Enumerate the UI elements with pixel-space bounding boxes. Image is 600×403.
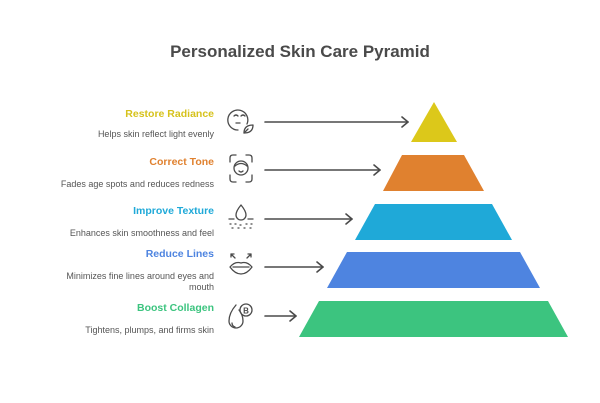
arrow-right-icon — [264, 213, 353, 225]
face-leaf-icon — [227, 109, 254, 134]
vitamin-b-letter: B — [243, 307, 249, 316]
pyramid-tier-improve-texture — [355, 204, 512, 240]
level-description: Enhances skin smoothness and feel — [69, 228, 214, 238]
arrow-right-icon — [264, 261, 324, 273]
level-description: Fades age spots and reduces redness — [60, 179, 214, 189]
pyramid-tier-reduce-lines — [327, 252, 540, 288]
level-heading: Boost Collagen — [136, 302, 214, 314]
level-heading: Improve Texture — [133, 205, 214, 217]
arrow-right-icon — [264, 164, 381, 176]
pyramid-tier-boost-collagen — [299, 301, 568, 337]
pyramid-tier-restore-radiance — [411, 102, 457, 142]
vitamin-b-drop-icon — [228, 303, 253, 329]
level-restore-radiance: Restore Radiance Helps skin reflect ligh… — [98, 108, 214, 140]
level-description-line: Minimizes fine lines around eyes and — [66, 271, 214, 281]
level-description: Minimizes fine lines around eyes and mou… — [66, 271, 214, 293]
level-correct-tone: Correct Tone Fades age spots and reduces… — [61, 156, 214, 190]
level-reduce-lines: Reduce Lines Minimizes fine lines around… — [66, 248, 214, 293]
face-scan-icon — [229, 154, 253, 183]
level-heading: Correct Tone — [149, 156, 214, 168]
diagram-title: Personalized Skin Care Pyramid — [170, 42, 430, 61]
arrow-right-icon — [264, 116, 409, 128]
level-heading: Restore Radiance — [125, 108, 214, 120]
level-improve-texture: Improve Texture Enhances skin smoothness… — [70, 205, 214, 239]
level-description: Helps skin reflect light evenly — [97, 129, 214, 139]
level-boost-collagen: Boost Collagen Tightens, plumps, and fir… — [85, 302, 214, 336]
level-heading: Reduce Lines — [145, 248, 214, 260]
skin-drop-icon — [228, 204, 254, 229]
level-description: Tightens, plumps, and firms skin — [85, 325, 214, 335]
arrow-right-icon — [264, 310, 297, 322]
pyramid-tier-correct-tone — [383, 155, 484, 191]
lips-expand-icon — [229, 253, 253, 275]
level-description-line: mouth — [188, 282, 214, 292]
